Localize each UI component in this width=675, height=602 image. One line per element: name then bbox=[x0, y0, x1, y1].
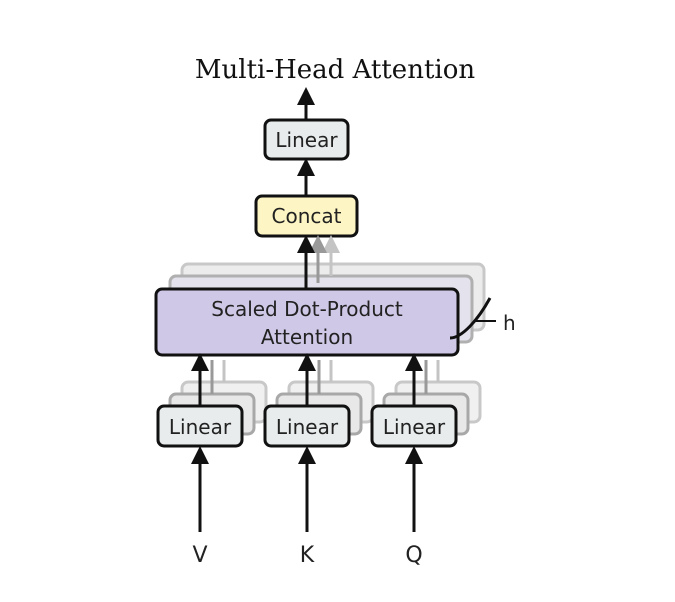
input-column-v: Linear V bbox=[156, 353, 268, 568]
concat-label: Concat bbox=[272, 204, 342, 228]
q-input-label: Q bbox=[405, 543, 422, 568]
v-input-label: V bbox=[192, 543, 207, 568]
heads-bracket bbox=[449, 297, 492, 340]
attention-label-line1: Scaled Dot-Product bbox=[211, 297, 403, 321]
input-column-q: Linear Q bbox=[370, 353, 482, 568]
top-linear-box: Linear bbox=[263, 118, 350, 161]
concat-box: Concat bbox=[254, 194, 359, 238]
top-linear-label: Linear bbox=[275, 128, 338, 152]
v-linear-label: Linear bbox=[169, 415, 232, 439]
diagram-title: Multi-Head Attention bbox=[195, 55, 475, 85]
heads-label: h bbox=[503, 311, 516, 335]
q-linear-label: Linear bbox=[383, 415, 446, 439]
attention-label-line2: Attention bbox=[261, 325, 353, 349]
k-input-label: K bbox=[300, 543, 315, 568]
input-column-k: Linear K bbox=[263, 353, 375, 568]
k-linear-label: Linear bbox=[276, 415, 339, 439]
attention-box: Scaled Dot-Product Attention bbox=[154, 287, 460, 357]
